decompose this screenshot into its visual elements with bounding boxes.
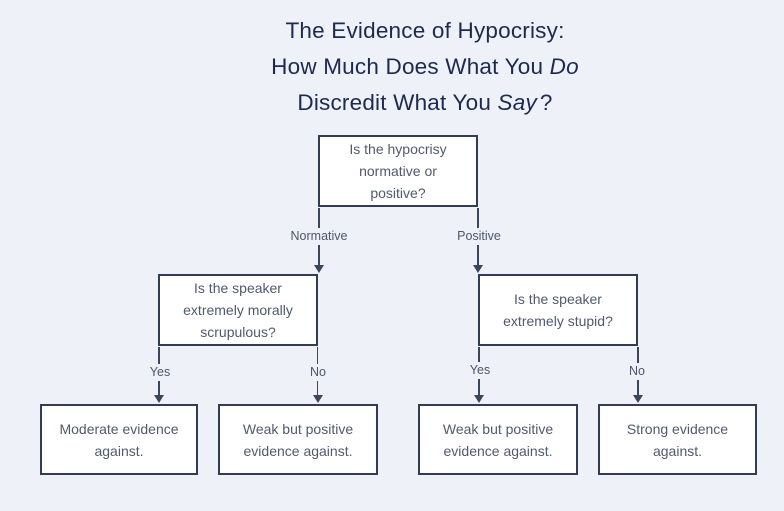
node-result-strong-evidence: Strong evidence against. bbox=[598, 404, 757, 475]
edge-right-yes-arrowhead bbox=[474, 395, 484, 403]
title-line-1: The Evidence of Hypocrisy: bbox=[285, 18, 565, 43]
title-line-3-qmark: ? bbox=[539, 90, 553, 115]
node-result-weak-positive-evidence-left: Weak but positive evidence against. bbox=[218, 404, 378, 475]
edge-right-no-label: No bbox=[626, 363, 648, 380]
edge-left-yes-arrowhead bbox=[154, 395, 164, 403]
edge-left-no-label: No bbox=[307, 364, 329, 381]
node-question-morally-scrupulous: Is the speaker extremely morally scrupul… bbox=[158, 274, 318, 346]
edge-normative-arrowhead bbox=[314, 265, 324, 273]
edge-left-yes-label: Yes bbox=[146, 364, 174, 381]
title-line-2: How Much Does What You Do bbox=[75, 49, 775, 85]
edge-right-yes-label: Yes bbox=[466, 362, 494, 379]
edge-right-no-arrowhead bbox=[633, 395, 643, 403]
title-line-3-italic: Say bbox=[497, 90, 537, 115]
edge-normative-label: Normative bbox=[287, 228, 351, 245]
title-line-2-text: How Much Does What You bbox=[271, 54, 550, 79]
title-line-2-italic: Do bbox=[549, 54, 579, 79]
chart-title: The Evidence of Hypocrisy: How Much Does… bbox=[75, 13, 775, 121]
title-line-3: Discredit What You Say? bbox=[75, 85, 775, 121]
edge-left-no-arrowhead bbox=[312, 395, 323, 403]
node-result-moderate-evidence: Moderate evidence against. bbox=[40, 404, 198, 475]
node-result-weak-positive-evidence-right: Weak but positive evidence against. bbox=[418, 404, 578, 475]
node-root-question: Is the hypocrisy normative or positive? bbox=[318, 135, 478, 207]
title-line-3-text: Discredit What You bbox=[297, 90, 498, 115]
node-question-extremely-stupid: Is the speaker extremely stupid? bbox=[478, 274, 638, 346]
edge-positive-label: Positive bbox=[454, 228, 504, 245]
edge-positive-arrowhead bbox=[473, 265, 483, 273]
